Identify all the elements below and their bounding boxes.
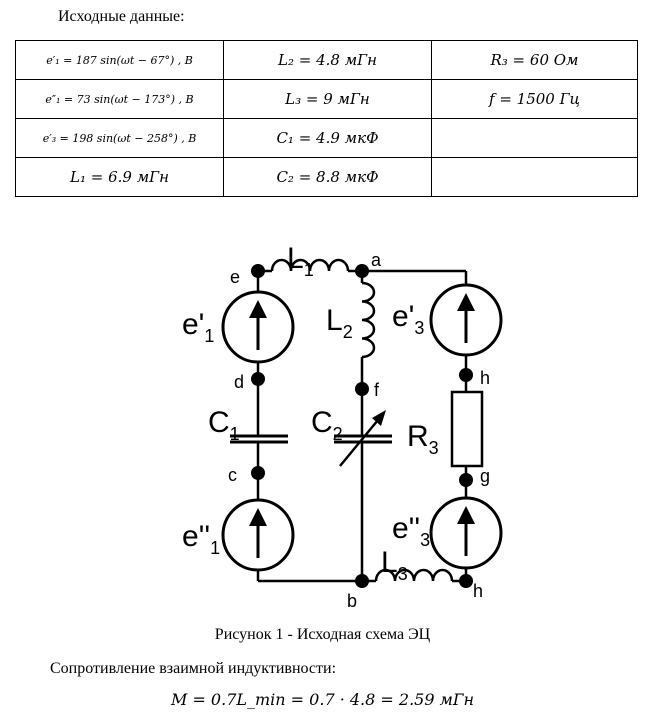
node-label-f: f	[374, 380, 380, 400]
node-a	[355, 264, 369, 278]
node-g	[459, 473, 473, 487]
node-label-g: g	[480, 466, 490, 486]
resistor-r3	[450, 390, 484, 468]
source-e1-prime	[221, 290, 295, 364]
source-e3-double-prime	[429, 496, 503, 570]
node-label-c: c	[228, 465, 237, 485]
capacitor-c1	[230, 434, 288, 444]
table-row: e″₁ = 73 sin(ωt − 173°) , B L₃ = 9 мГн f…	[15, 79, 638, 119]
table-cell: R₃ = 60 Ом	[431, 40, 638, 80]
label-c1: C1	[208, 406, 240, 444]
node-f	[355, 382, 369, 396]
table-cell: e″₁ = 73 sin(ωt − 173°) , B	[15, 79, 224, 119]
circuit-diagram: e a d c f b h g h L1 L2 L3 C1 C2 R3 e'1 …	[182, 242, 503, 611]
mutual-inductance-formula: M = 0.7L_min = 0.7 · 4.8 = 2.59 мГн	[170, 690, 475, 709]
node-e	[251, 264, 265, 278]
node-h-top	[459, 368, 473, 382]
label-e3-prime: e'3	[392, 300, 424, 338]
paragraph-text: Сопротивление взаимной индуктивности:	[50, 660, 337, 677]
node-label-b: b	[347, 591, 357, 611]
figure-caption: Рисунок 1 - Исходная схема ЭЦ	[214, 626, 431, 643]
table-row: L₁ = 6.9 мГн C₂ = 8.8 мкФ	[15, 157, 638, 197]
capacitor-c2	[334, 434, 392, 444]
inductor-l3	[374, 568, 454, 582]
node-label-h-bottom: h	[473, 581, 483, 601]
label-c2: C2	[311, 406, 343, 444]
inductor-l1	[270, 258, 350, 272]
table-cell: L₃ = 9 мГн	[223, 79, 432, 119]
inductor-l2	[361, 281, 376, 359]
source-data-table: e′₁ = 187 sin(ωt − 67°) , B L₂ = 4.8 мГн…	[15, 40, 638, 197]
source-e3-prime	[429, 283, 503, 357]
node-h-bottom	[459, 574, 473, 588]
label-l1: L1	[287, 242, 314, 280]
table-cell	[431, 157, 638, 197]
label-e1-double-prime: e''1	[182, 520, 220, 558]
variable-arrow-icon	[339, 410, 386, 467]
node-dots	[251, 264, 473, 588]
label-l3: L3	[381, 546, 408, 584]
table-cell: f = 1500 Гц	[431, 79, 638, 119]
label-r3: R3	[407, 420, 439, 458]
node-label-d: d	[234, 372, 244, 392]
label-l2: L2	[326, 304, 353, 342]
node-d	[251, 372, 265, 386]
table-cell: e′₃ = 198 sin(ωt − 258°) , B	[15, 118, 224, 158]
node-label-h-top: h	[480, 368, 490, 388]
table-cell: C₁ = 4.9 мкФ	[223, 118, 432, 158]
table-cell	[431, 118, 638, 158]
node-c	[251, 466, 265, 480]
table-row: e′₃ = 198 sin(ωt − 258°) , B C₁ = 4.9 мк…	[15, 118, 638, 158]
source-e1-double-prime	[221, 498, 295, 572]
table-cell: L₂ = 4.8 мГн	[223, 40, 432, 80]
table-cell: C₂ = 8.8 мкФ	[223, 157, 432, 197]
node-b	[355, 574, 369, 588]
label-e3-double-prime: e''3	[392, 512, 430, 550]
table-row: e′₁ = 187 sin(ωt − 67°) , B L₂ = 4.8 мГн…	[15, 40, 638, 80]
table-cell: e′₁ = 187 sin(ωt − 67°) , B	[15, 40, 224, 80]
section-heading: Исходные данные:	[58, 8, 185, 25]
label-e1-prime: e'1	[182, 308, 214, 346]
node-label-e: e	[230, 267, 240, 287]
table-cell: L₁ = 6.9 мГн	[15, 157, 224, 197]
node-label-a: a	[371, 250, 382, 270]
